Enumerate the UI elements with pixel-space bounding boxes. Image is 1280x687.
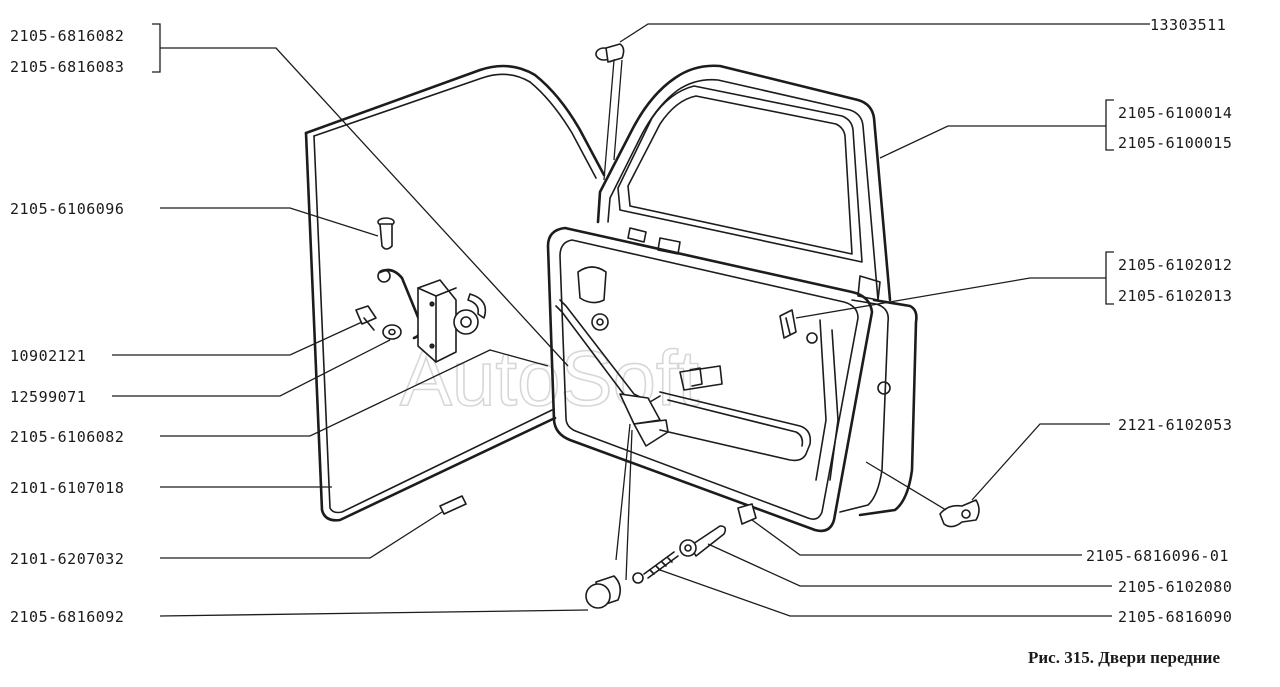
label-2105-6102012: 2105-6102012 (1118, 256, 1232, 274)
leader-lines (112, 23, 1150, 617)
label-2121-6102053: 2121-6102053 (1118, 416, 1232, 434)
label-2105-6102080: 2105-6102080 (1118, 578, 1232, 596)
label-2105-6106096: 2105-6106096 (10, 200, 124, 218)
label-10902121: 10902121 (10, 347, 86, 365)
screw-illustration (632, 551, 679, 584)
label-2105-6816083: 2105-6816083 (10, 58, 124, 76)
door-seal-illustration (304, 64, 606, 522)
lock-button-illustration (585, 575, 622, 609)
label-2105-6102013: 2105-6102013 (1118, 287, 1232, 305)
striker-illustration (737, 503, 757, 525)
door-body-illustration (546, 64, 918, 533)
buffer-illustration (939, 499, 980, 528)
clip-illustration (439, 495, 467, 515)
label-2105-6106082: 2105-6106082 (10, 428, 124, 446)
washer-illustration (382, 324, 402, 340)
label-2101-6107018: 2101-6107018 (10, 479, 124, 497)
figure-caption: Рис. 315. Двери передние (1028, 648, 1220, 667)
rod-illustration (679, 525, 727, 557)
label-13303511: 13303511 (1150, 16, 1226, 34)
inner-handle-illustration (779, 309, 797, 339)
door-check-illustration (377, 268, 487, 363)
label-2105-6100014: 2105-6100014 (1118, 104, 1232, 122)
bolt-illustration (355, 305, 377, 331)
label-12599071: 12599071 (10, 388, 86, 406)
label-2105-6816082: 2105-6816082 (10, 27, 124, 45)
hinge-pin-illustration (377, 217, 395, 250)
lock-linkage-illustration (555, 299, 669, 447)
label-2105-6816092: 2105-6816092 (10, 608, 124, 626)
label-2105-6816090: 2105-6816090 (1118, 608, 1232, 626)
plug-top-illustration (595, 43, 625, 63)
label-2105-6816096-01: 2105-6816096-01 (1086, 547, 1229, 565)
label-2101-6207032: 2101-6207032 (10, 550, 124, 568)
label-2105-6100015: 2105-6100015 (1118, 134, 1232, 152)
